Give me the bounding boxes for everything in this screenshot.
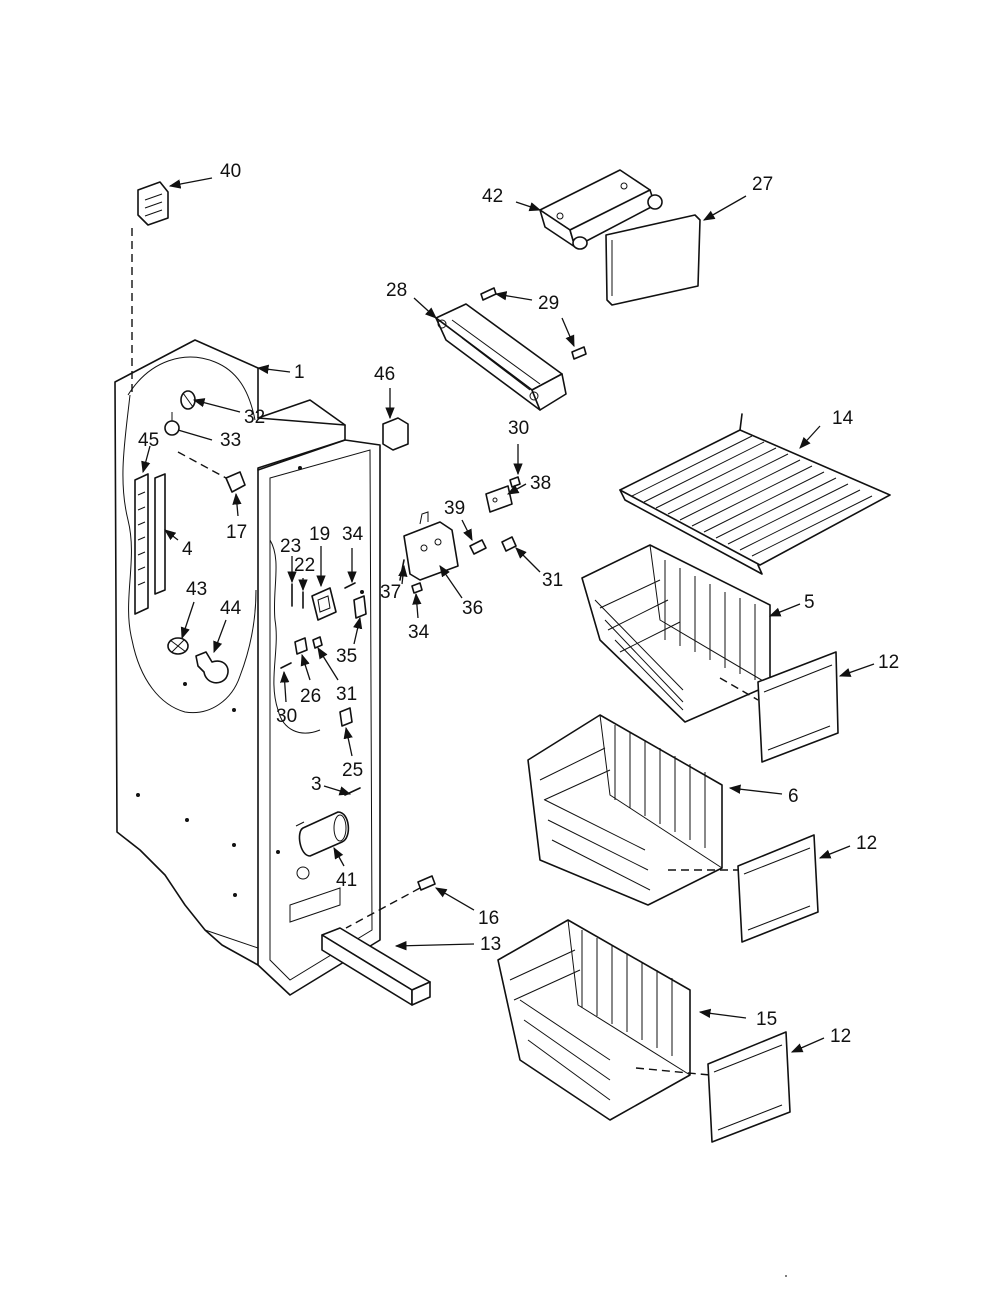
- callout-40: 40: [220, 161, 241, 182]
- part-12-drawer-front-a: [757, 651, 839, 763]
- callout-labels: 40 42 27 28 29 1 46 32 33 45 30 38 14 17…: [138, 161, 899, 1047]
- callout-13: 13: [480, 934, 501, 955]
- part-15-wire-basket: [497, 919, 691, 1121]
- part-6-wire-basket: [527, 714, 723, 906]
- part-27-cover-panel: [605, 214, 701, 306]
- part-36-mounting-plate: [403, 511, 459, 581]
- part-3-screw: [344, 787, 361, 796]
- leader-lines: [141, 177, 875, 1053]
- part-4-strip: [154, 473, 166, 595]
- part-34-screw-a: [344, 582, 356, 589]
- callout-44: 44: [220, 598, 242, 619]
- callout-33: 33: [220, 430, 241, 451]
- callout-43: 43: [186, 579, 207, 600]
- alignment-line-16: [345, 887, 421, 929]
- callout-34-top: 34: [342, 524, 364, 545]
- callout-17: 17: [226, 522, 247, 543]
- callout-37: 37: [380, 582, 401, 603]
- part-17-clip: [177, 451, 246, 493]
- callout-4: 4: [182, 539, 193, 560]
- part-32-socket: [180, 390, 196, 410]
- part-34-screw-b: [411, 582, 423, 594]
- part-12-drawer-front-c: [707, 1031, 791, 1143]
- part-14-wire-shelf: [619, 413, 891, 575]
- callout-23: 23: [280, 536, 301, 557]
- part-31-plug-a: [312, 636, 323, 649]
- part-28-tray: [435, 303, 567, 411]
- part-29-screw-b: [571, 346, 587, 360]
- callout-32: 32: [244, 407, 265, 428]
- part-16-screw: [417, 875, 436, 891]
- part-41-motor: [295, 811, 350, 857]
- callout-27: 27: [752, 174, 773, 195]
- part-46-cap: [382, 417, 409, 451]
- part-26-bracket: [294, 637, 308, 655]
- callout-26: 26: [300, 686, 321, 707]
- part-30-screw-a: [280, 662, 292, 669]
- part-35-clip: [353, 595, 367, 619]
- callout-35: 35: [336, 646, 357, 667]
- callout-42: 42: [482, 186, 503, 207]
- callout-39: 39: [444, 498, 465, 519]
- callout-31-left: 31: [336, 684, 357, 705]
- callout-38: 38: [530, 473, 551, 494]
- part-43-lamp-socket: [167, 637, 189, 655]
- part-45-rail: [134, 473, 149, 615]
- part-13-bracket-rail: [321, 927, 431, 1006]
- callout-16: 16: [478, 908, 499, 929]
- callout-22: 22: [294, 555, 315, 576]
- part-38-bracket: [485, 485, 513, 513]
- callout-41: 41: [336, 870, 357, 891]
- part-42-hinge-bracket: [539, 169, 663, 250]
- part-5-wire-basket: [581, 544, 771, 723]
- callout-12-top: 12: [878, 652, 899, 673]
- callout-14: 14: [832, 408, 854, 429]
- part-39-fitting: [469, 539, 487, 555]
- part-25-clip: [339, 707, 353, 727]
- callout-5: 5: [804, 592, 815, 613]
- callout-29: 29: [538, 293, 559, 314]
- callout-12-middle: 12: [856, 833, 877, 854]
- callout-25: 25: [342, 760, 363, 781]
- callout-3: 3: [311, 774, 322, 795]
- callout-46: 46: [374, 364, 395, 385]
- callout-6: 6: [788, 786, 799, 807]
- part-44-light-bulb: [195, 651, 229, 684]
- callout-12-bottom: 12: [830, 1026, 851, 1047]
- part-19-switch: [311, 587, 337, 621]
- callout-45: 45: [138, 430, 159, 451]
- part-31-plug-b: [501, 536, 517, 552]
- part-33-knob: [164, 412, 180, 436]
- callout-30-top: 30: [508, 418, 529, 439]
- callout-15: 15: [756, 1009, 777, 1030]
- callout-19: 19: [309, 524, 330, 545]
- callout-31-right: 31: [542, 570, 563, 591]
- page-speck: [785, 1275, 787, 1277]
- callout-28: 28: [386, 280, 407, 301]
- callout-30-bottom: 30: [276, 706, 297, 727]
- alignment-line-12a: [719, 677, 759, 701]
- part-30-screw-b: [509, 476, 521, 488]
- part-40-bracket: [137, 181, 169, 226]
- part-29-screw-a: [480, 287, 497, 301]
- part-12-drawer-front-b: [737, 834, 819, 943]
- callout-34-bottom: 34: [408, 622, 430, 643]
- callout-1: 1: [294, 362, 305, 383]
- callout-36: 36: [462, 598, 483, 619]
